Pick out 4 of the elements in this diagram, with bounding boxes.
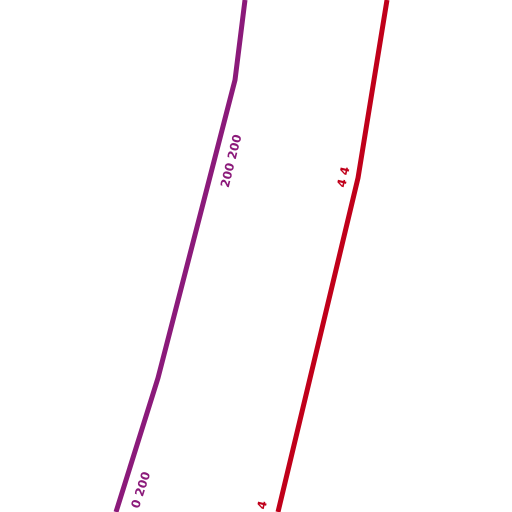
route-number: 200 200 xyxy=(218,132,244,190)
route-number: 0 200 xyxy=(128,470,154,510)
route-number: 4 4 xyxy=(334,165,352,189)
route-number: 4 xyxy=(254,499,270,511)
